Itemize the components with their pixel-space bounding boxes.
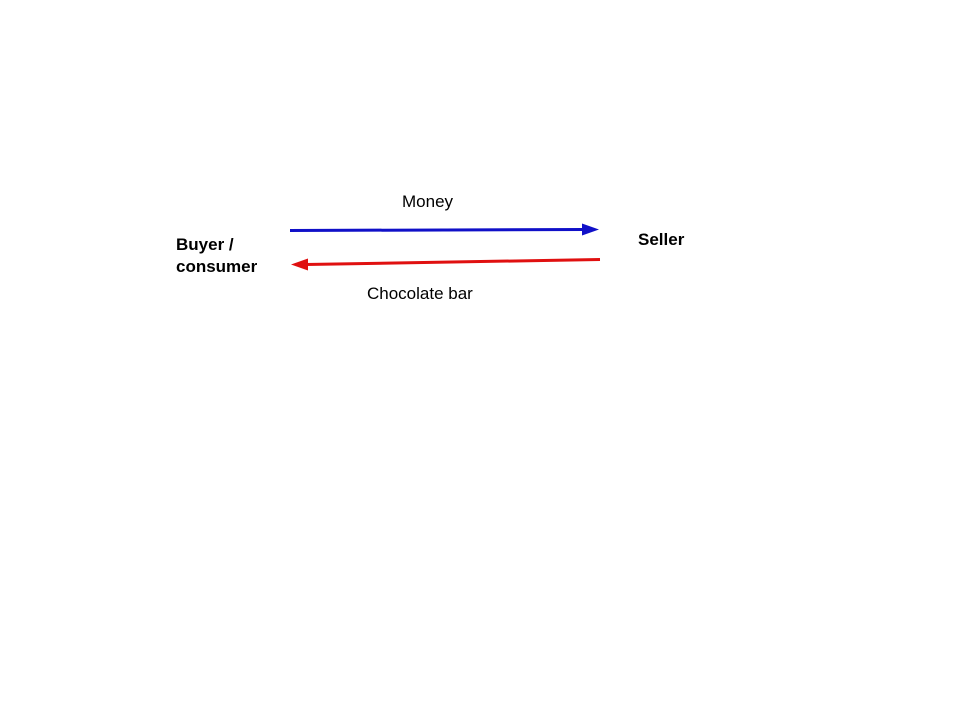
chocolate-bar-arrow xyxy=(291,258,601,271)
chocolate-bar-flow-label: Chocolate bar xyxy=(367,284,473,303)
chocolate-bar-arrowhead xyxy=(291,258,308,271)
seller-node: Seller xyxy=(638,230,685,249)
buyer-label-line2: consumer xyxy=(176,257,258,276)
money-arrowhead xyxy=(582,223,599,236)
money-arrow-shaft xyxy=(289,228,585,232)
buyer-label-line1: Buyer / xyxy=(176,235,234,254)
buyer-consumer-node: Buyer / consumer xyxy=(176,234,257,278)
money-arrow xyxy=(289,223,599,236)
money-flow-label: Money xyxy=(402,192,454,211)
chocolate-bar-arrow-shaft xyxy=(305,258,601,266)
